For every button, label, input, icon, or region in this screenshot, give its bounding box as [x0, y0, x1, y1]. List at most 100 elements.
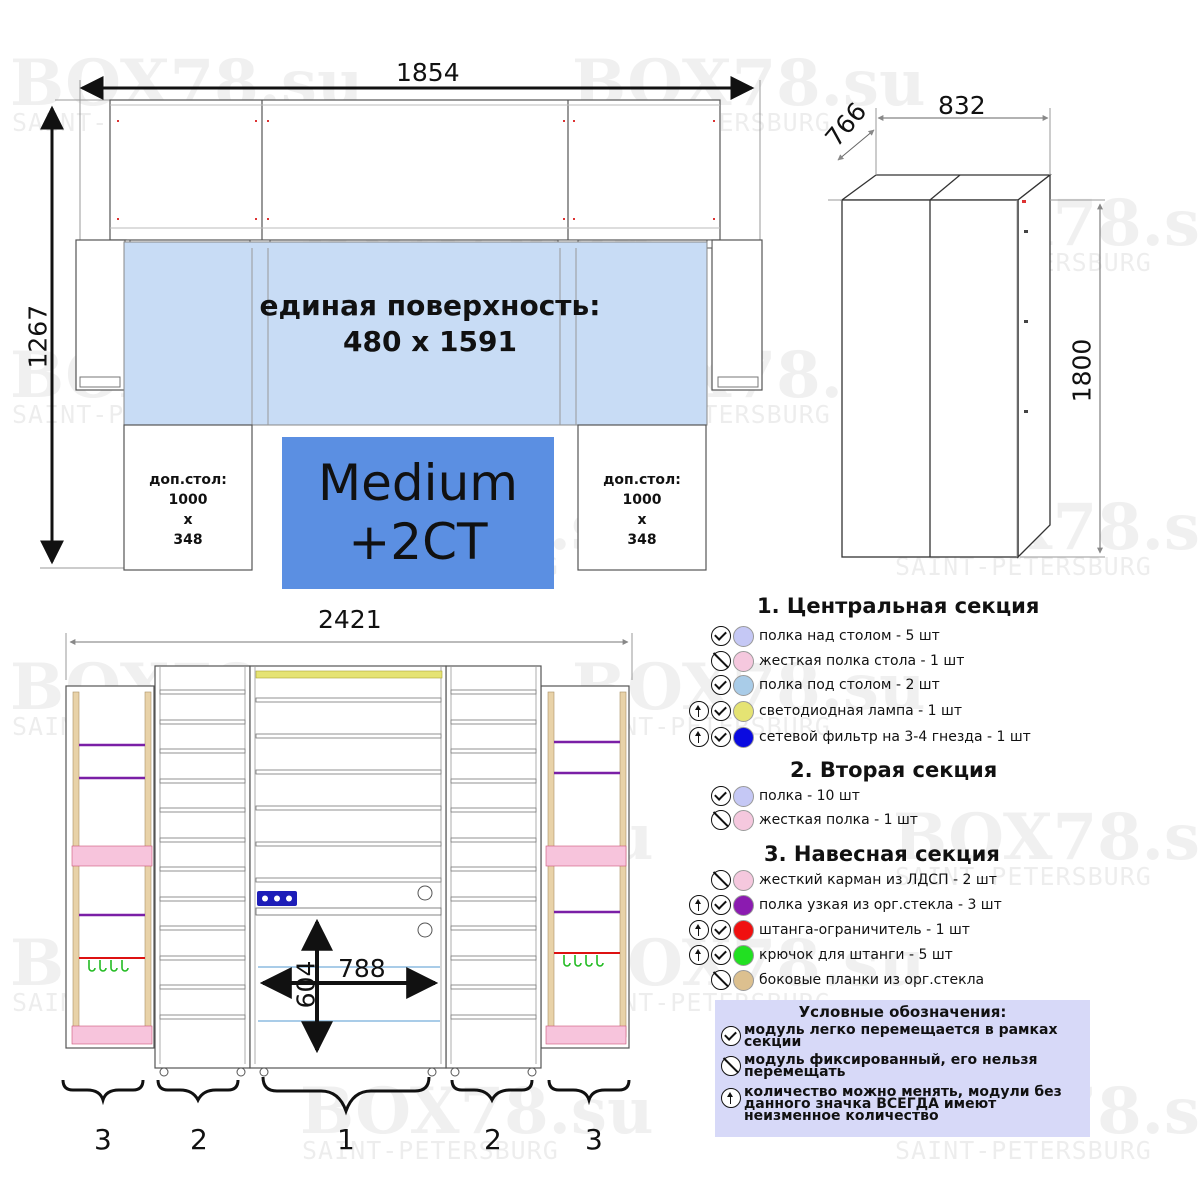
- item-label: полка под столом - 2 шт: [759, 677, 940, 693]
- shelf: [450, 866, 537, 872]
- shelf: [255, 697, 442, 703]
- add-table-right-label: доп.стол: 1000 х 348: [603, 472, 681, 548]
- movable-check-icon: [711, 945, 731, 965]
- quantity-up-arrow-icon: [689, 895, 709, 915]
- item-label: жесткий карман из ЛДСП - 2 шт: [759, 872, 997, 888]
- shelf: [159, 778, 246, 784]
- led-lamp: [255, 670, 443, 679]
- section-item: жесткий карман из ЛДСП - 2 шт: [680, 869, 997, 891]
- item-label: сетевой фильтр на 3-4 гнезда - 1 шт: [759, 729, 1031, 745]
- dim-832: 832: [938, 91, 986, 120]
- fixed-no-entry-icon: [711, 651, 731, 671]
- shelf: [159, 689, 246, 695]
- section-item: жесткая полка - 1 шт: [680, 809, 918, 831]
- right-second-section: [445, 665, 542, 1069]
- color-swatch-icon: [733, 969, 754, 991]
- shelf: [159, 955, 246, 961]
- movable-check-icon: [711, 701, 731, 721]
- add-table-left-rect: [123, 424, 253, 571]
- color-swatch-icon: [733, 869, 754, 891]
- movable-check-icon: [711, 727, 731, 747]
- item-label: жесткая полка стола - 1 шт: [759, 653, 965, 669]
- shelf: [159, 984, 246, 990]
- shelf: [450, 896, 537, 902]
- section-item: жесткая полка стола - 1 шт: [680, 650, 964, 672]
- item-label: полка над столом - 5 шт: [759, 628, 940, 644]
- color-swatch-icon: [733, 944, 754, 966]
- add-table-left-label: доп.стол: 1000 х 348: [149, 472, 227, 548]
- fixed-no-entry-icon: [711, 970, 731, 990]
- shelf: [450, 1014, 537, 1020]
- legend-title: Условные обозначения:: [798, 1003, 1007, 1021]
- shelf: [450, 837, 537, 843]
- left-hanging-section: [65, 685, 155, 1049]
- section-title: 3. Навесная секция: [764, 842, 1000, 866]
- color-swatch-icon: [733, 785, 754, 807]
- shelf: [159, 807, 246, 813]
- dim-1854: 1854: [396, 58, 460, 87]
- quantity-up-arrow-icon: [689, 920, 709, 940]
- section-title: 1. Центральная секция: [757, 594, 1040, 618]
- fixed-no-entry-icon: [711, 810, 731, 830]
- fixed-no-entry-icon: [711, 870, 731, 890]
- section-item: полка над столом - 5 шт: [680, 625, 940, 647]
- shelf: [159, 925, 246, 931]
- add-table-right-rect: [577, 424, 707, 571]
- item-label: боковые планки из орг.стекла: [759, 972, 985, 988]
- color-swatch-icon: [733, 650, 754, 672]
- section-item: боковые планки из орг.стекла: [680, 969, 984, 991]
- shelf: [450, 748, 537, 754]
- quantity-up-arrow-icon: [689, 701, 709, 721]
- shelf: [255, 805, 442, 811]
- unified-surface: [123, 241, 708, 426]
- movable-check-icon: [711, 920, 731, 940]
- movable-check-icon: [711, 786, 731, 806]
- model-badge-text: Medium +2СТ: [318, 454, 518, 571]
- top-cabinets-outline: [109, 99, 721, 241]
- shelf: [450, 778, 537, 784]
- item-label: светодиодная лампа - 1 шт: [759, 703, 963, 719]
- shelf: [255, 733, 442, 739]
- wardrobe-3d: [840, 173, 1052, 559]
- item-label: полка узкая из орг.стекла - 3 шт: [759, 897, 1002, 913]
- surface-label: единая поверхность: 480 х 1591: [259, 289, 601, 359]
- quantity-up-arrow-icon: [689, 945, 709, 965]
- color-swatch-icon: [733, 625, 754, 647]
- dim-1800: 1800: [1067, 338, 1097, 403]
- shelf: [450, 984, 537, 990]
- brace-label-3-left: 3: [94, 1123, 112, 1156]
- braces: [61, 1076, 631, 1116]
- section-item: крючок для штанги - 5 шт: [680, 944, 953, 966]
- item-label: полка - 10 шт: [759, 788, 860, 804]
- brace-label-1: 1: [337, 1123, 355, 1156]
- legend-item: модуль легко перемещается в рамках секци…: [721, 1022, 1058, 1050]
- legend-item: модуль фиксированный, его нельзя перемещ…: [721, 1052, 1038, 1080]
- shelf: [255, 769, 442, 775]
- shelf: [450, 719, 537, 725]
- item-label: штанга-ограничитель - 1 шт: [759, 922, 970, 938]
- dim-2421: 2421: [318, 605, 382, 634]
- legend-box: Условные обозначения: модуль легко перем…: [715, 1000, 1090, 1137]
- color-swatch-icon: [733, 726, 754, 748]
- section-item: штанга-ограничитель - 1 шт: [680, 919, 970, 941]
- shelf: [450, 925, 537, 931]
- movable-check-icon: [711, 675, 731, 695]
- item-label: жесткая полка - 1 шт: [759, 812, 918, 828]
- shelf: [450, 689, 537, 695]
- section-title: 2. Вторая секция: [790, 758, 998, 782]
- brace-label-2-right: 2: [484, 1123, 502, 1156]
- item-label: крючок для штанги - 5 шт: [759, 947, 953, 963]
- shelf: [159, 748, 246, 754]
- color-swatch-icon: [733, 700, 754, 722]
- dim-604: 604: [291, 960, 321, 1009]
- legend-item: количество можно менять, модули без данн…: [721, 1085, 1062, 1123]
- movable-check-icon: [711, 626, 731, 646]
- central-section: [249, 665, 447, 1069]
- section-item: полка узкая из орг.стекла - 3 шт: [680, 894, 1002, 916]
- legend-text: модуль легко перемещается в рамках секци…: [744, 1022, 1058, 1050]
- shelf: [159, 837, 246, 843]
- color-swatch-icon: [733, 919, 754, 941]
- color-swatch-icon: [733, 674, 754, 696]
- legend-text: модуль фиксированный, его нельзя перемещ…: [744, 1052, 1038, 1080]
